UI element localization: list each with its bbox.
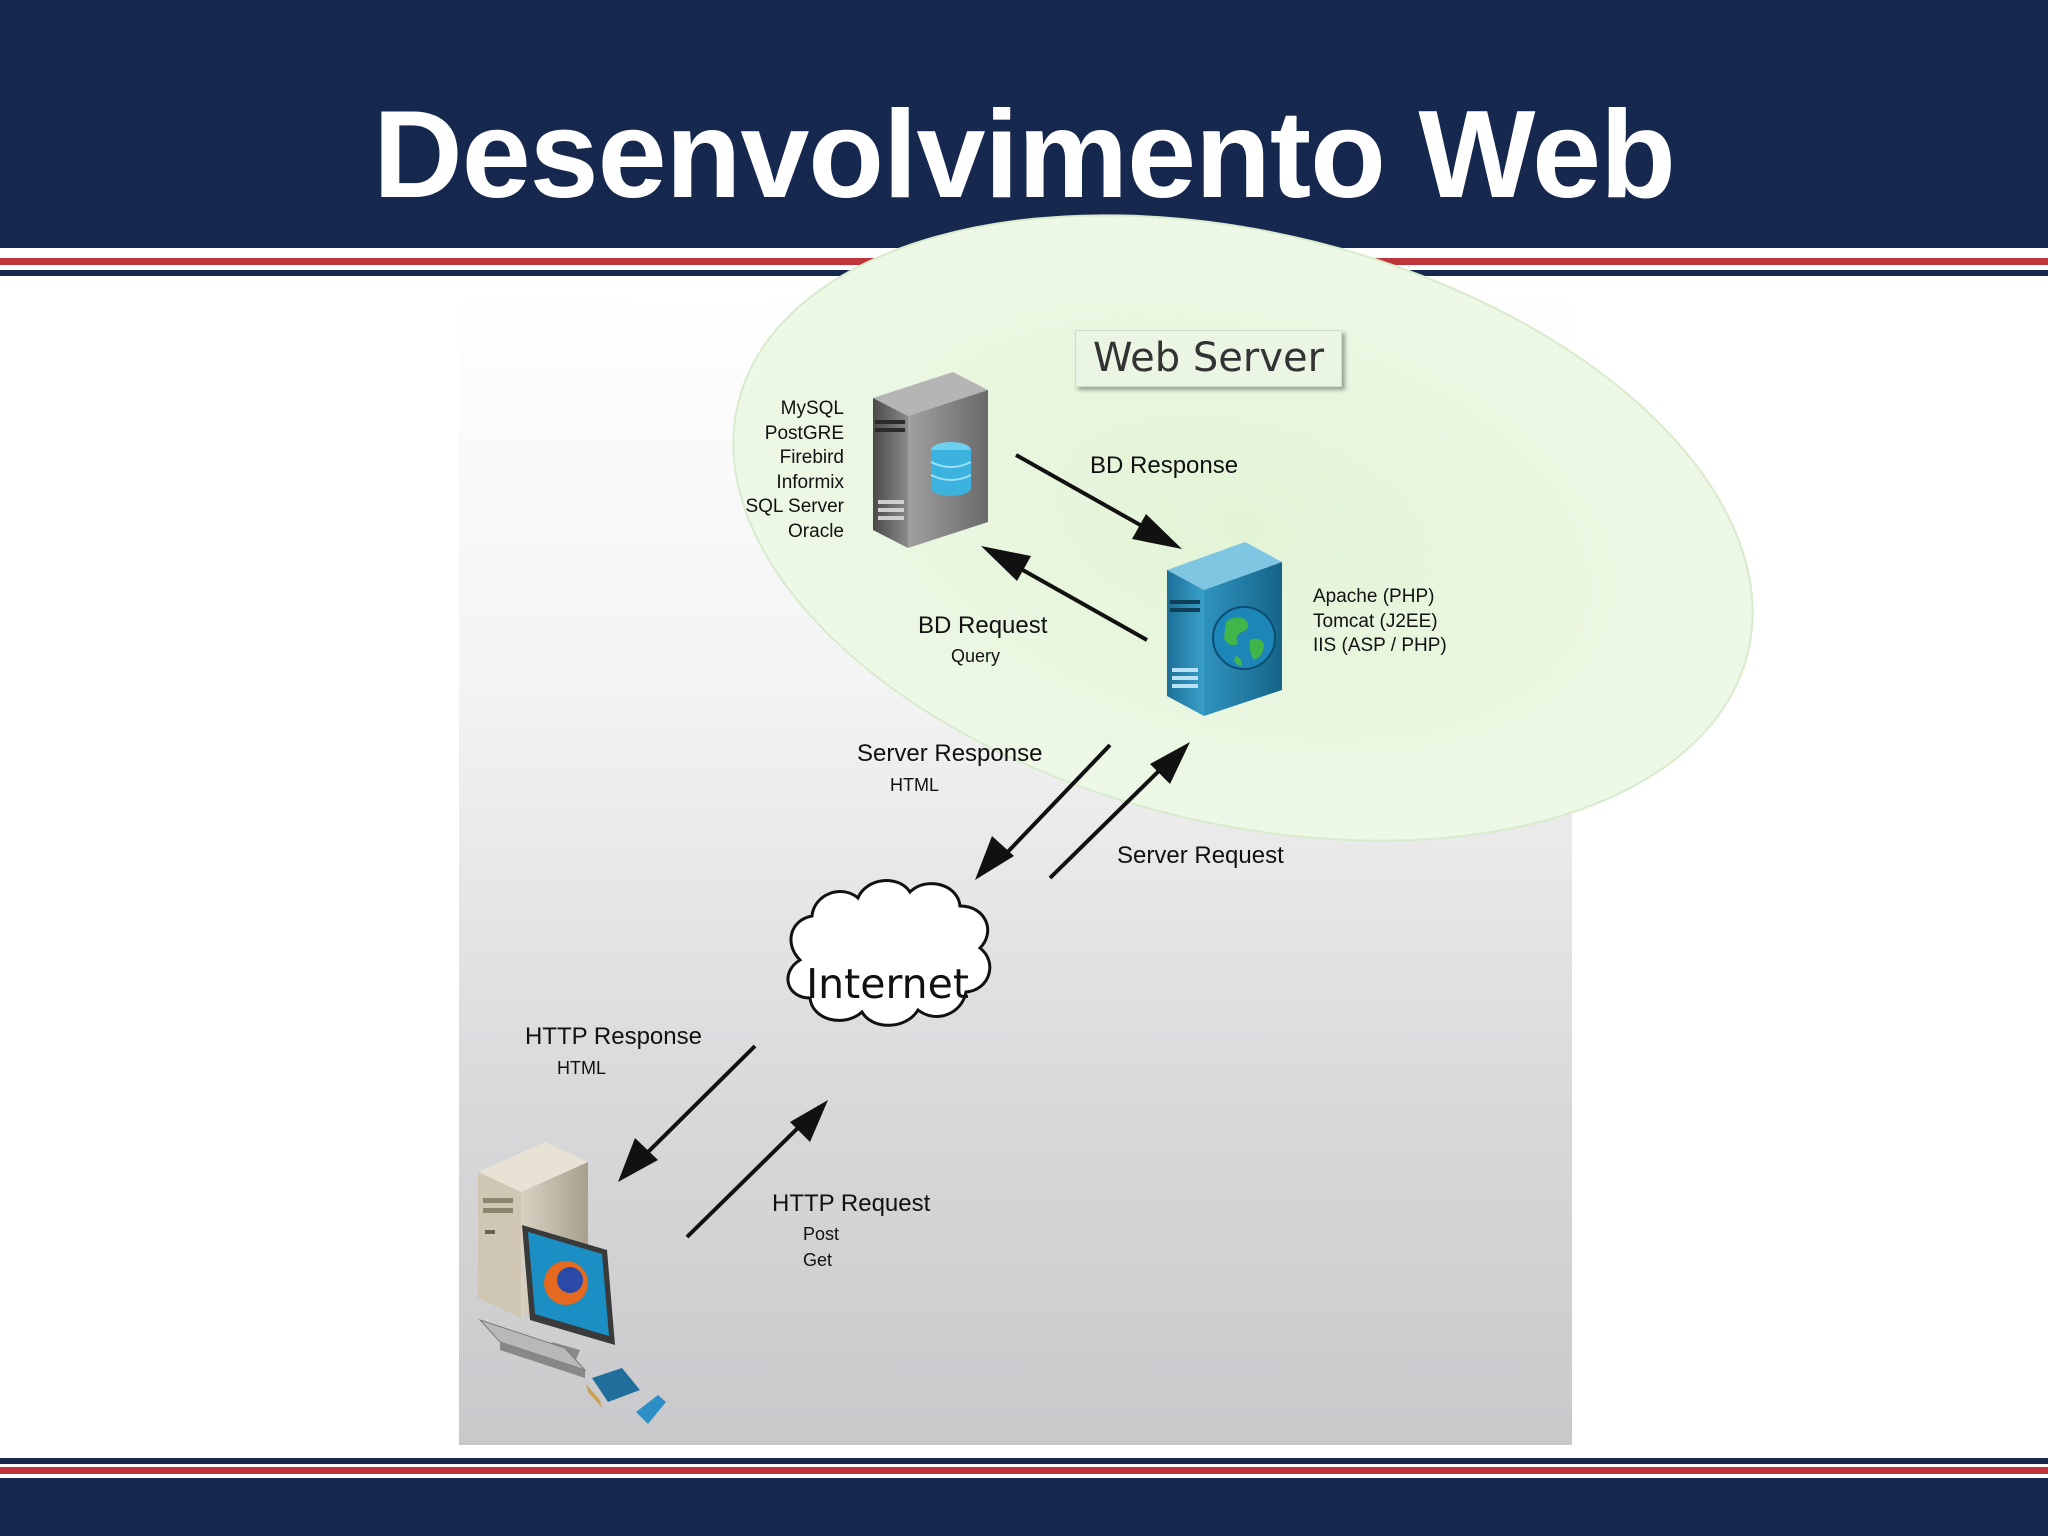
database-item: SQL Server — [745, 496, 844, 517]
bd-request-sublabel: Query — [951, 646, 1001, 666]
app-server-list: Apache (PHP) Tomcat (J2EE) IIS (ASP / PH… — [1313, 585, 1447, 659]
database-item: Oracle — [788, 520, 844, 542]
server-response-label: Server Response — [857, 740, 1043, 767]
database-item: PostGRE — [764, 422, 844, 444]
database-item: Informix — [776, 471, 844, 493]
slide-title: Desenvolvimento Web — [373, 86, 1676, 224]
server-request-label: Server Request — [1117, 842, 1284, 869]
slide-footer — [0, 1478, 2048, 1536]
http-request-method-post: Post — [803, 1224, 840, 1244]
app-server-item: IIS (ASP / PHP) — [1313, 635, 1447, 656]
footer-stripe-red — [0, 1467, 2048, 1474]
database-item: Firebird — [779, 447, 844, 468]
internet-cloud-icon — [786, 879, 992, 1027]
slide-header — [0, 0, 2048, 248]
http-response-label: HTTP Response — [525, 1023, 702, 1050]
database-item: MySQL — [780, 398, 844, 419]
client-computer-icon — [478, 1142, 666, 1424]
http-response-sublabel: HTML — [557, 1058, 606, 1078]
http-request-label: HTTP Request — [772, 1190, 931, 1217]
bd-request-label: BD Request — [918, 612, 1048, 639]
internet-label: Internet — [806, 960, 969, 1008]
footer-stripe-white-2 — [0, 1474, 2048, 1478]
app-server-item: Tomcat (J2EE) — [1313, 610, 1438, 632]
server-response-sublabel: HTML — [890, 775, 939, 795]
web-server-label: Web Server — [1075, 330, 1342, 387]
web-application-server-icon — [1167, 542, 1282, 716]
database-list: MySQL PostGRE Firebird Informix SQL Serv… — [745, 397, 844, 544]
bd-response-label: BD Response — [1090, 452, 1239, 479]
footer-stripe-navy — [0, 1458, 2048, 1464]
http-request-method-get: Get — [803, 1250, 833, 1270]
footer-stripe-white — [0, 1464, 2048, 1467]
app-server-item: Apache (PHP) — [1313, 586, 1435, 607]
database-server-icon — [873, 372, 988, 548]
arrows — [618, 453, 1190, 1239]
web-server-zone — [732, 214, 1754, 842]
